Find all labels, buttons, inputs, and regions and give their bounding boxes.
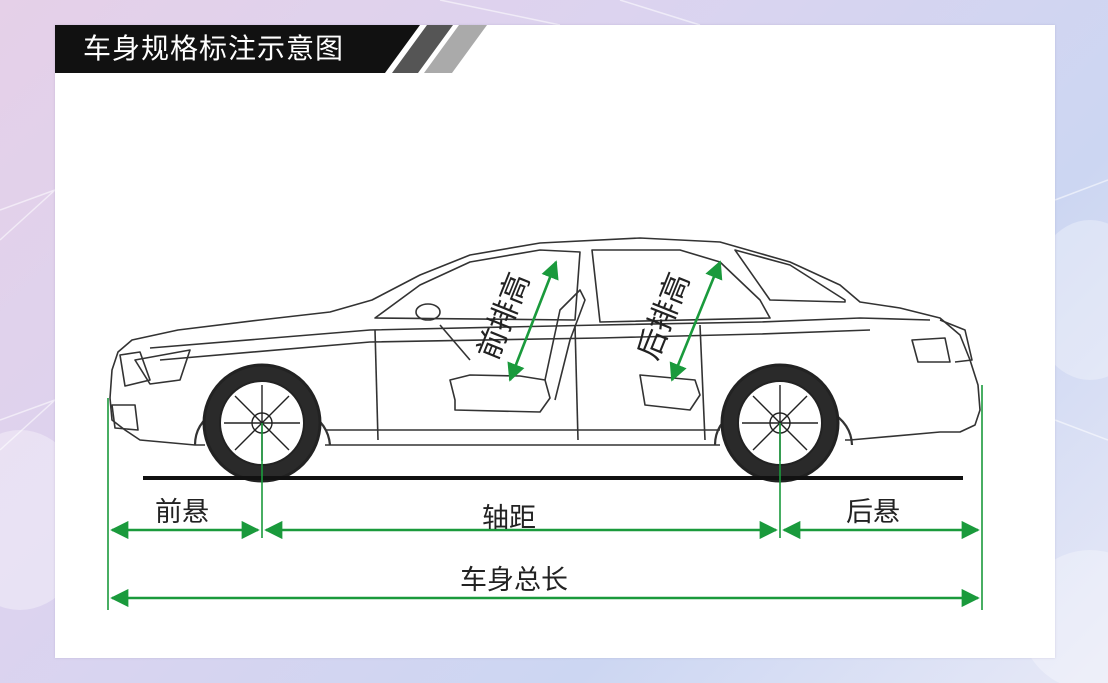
wheelbase-label: 轴距 bbox=[482, 503, 536, 534]
rear-overhang-label: 后悬 bbox=[846, 497, 900, 528]
reference-lines bbox=[107, 385, 983, 610]
page-title: 车身规格标注示意图 bbox=[83, 32, 345, 65]
title-bar: 车身规格标注示意图 bbox=[55, 25, 495, 73]
front-overhang-label: 前悬 bbox=[155, 497, 209, 528]
rear-row-height-arrow bbox=[669, 260, 723, 382]
overall-length-label: 车身总长 bbox=[460, 565, 568, 596]
title-bar-shape bbox=[55, 25, 487, 73]
front-row-height-arrow bbox=[507, 260, 559, 382]
